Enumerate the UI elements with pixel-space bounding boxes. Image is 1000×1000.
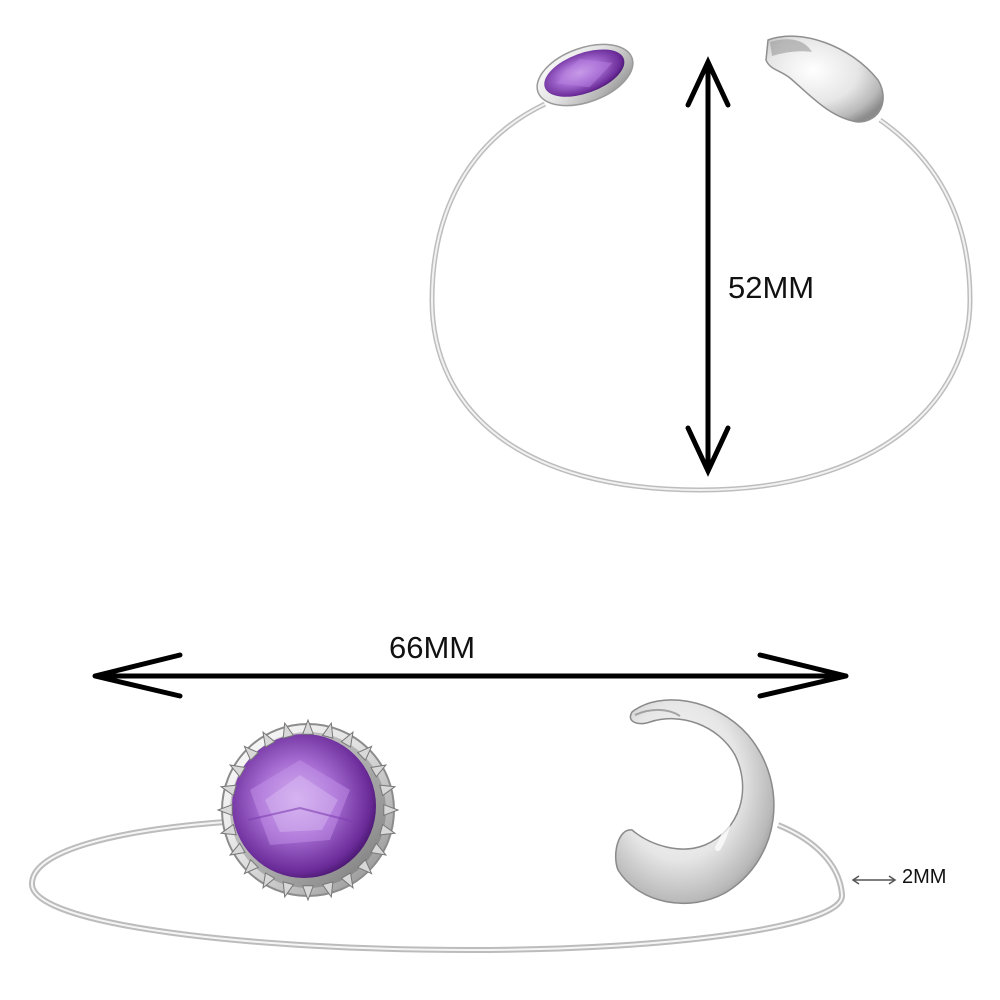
amethyst-gem-top [536,43,634,107]
bezel-prong [379,784,397,797]
amethyst-gem-front [216,718,400,902]
bezel-prong [340,730,354,748]
bezel-prong [243,745,260,762]
height-arrow [685,56,731,477]
bezel-prong [370,764,388,778]
wire-thickness-label: 2MM [902,866,947,888]
bezel-prong [228,764,246,778]
bezel-prong [228,842,246,856]
bezel-prong [262,872,276,890]
width-arrow [92,652,849,699]
bezel-prong [219,784,237,797]
bezel-prong [340,872,354,890]
bezel-prongs [216,718,400,902]
bezel-prong [301,718,315,735]
bezel-prong [356,858,373,875]
height-dimension-label: 52MM [728,270,815,305]
bangle-front-view [28,652,897,954]
bezel-prong [321,721,334,739]
moon-charm-top [765,35,884,123]
wire-thickness-arrow [851,875,897,885]
bezel-prong [216,803,233,817]
bangle-wire-top [429,101,973,493]
width-dimension-label: 66MM [389,630,476,665]
bezel-prong [262,730,276,748]
bezel-prong [321,881,334,899]
bezel-prong [356,745,373,762]
bezel-prong [243,858,260,875]
bezel-prong [370,842,388,856]
bezel-prong [282,881,295,899]
bezel-prong [282,721,295,739]
bezel-prong [383,803,400,817]
moon-charm-front [614,699,775,905]
bezel-prong [301,885,315,902]
bezel-prong [379,823,397,836]
bangle-top-view [429,35,973,493]
bezel-prong [219,823,237,836]
